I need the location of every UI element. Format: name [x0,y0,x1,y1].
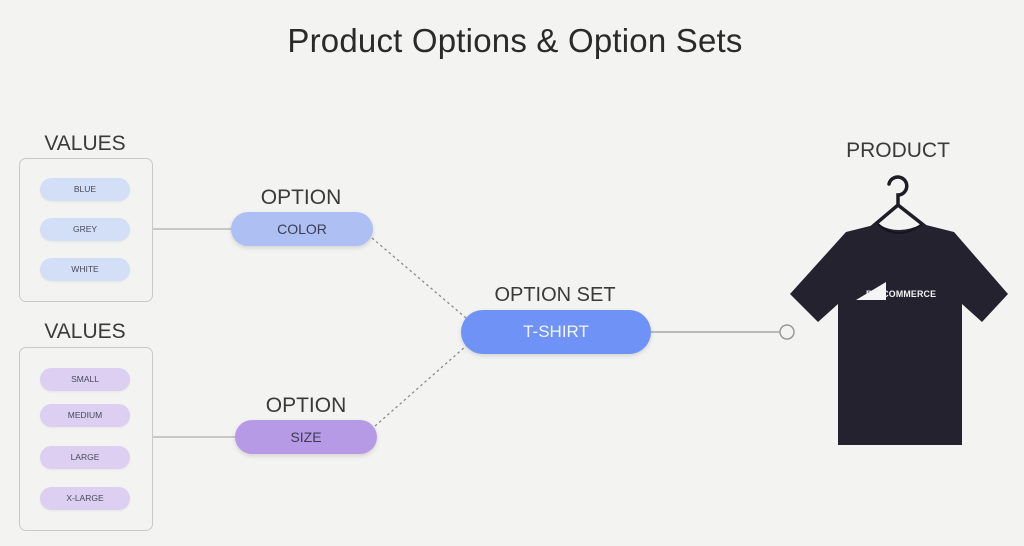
option-set-pill: T-SHIRT [461,310,651,354]
size-value-large: LARGE [40,446,130,469]
size-to-set-line [374,345,467,427]
size-option-heading: OPTION [265,394,347,417]
color-value-blue: BLUE [40,178,130,201]
color-value-grey: GREY [40,218,130,241]
color-value-white: WHITE [40,258,130,281]
color-option-pill: COLOR [231,212,373,246]
size-values-heading: VALUES [44,320,126,343]
size-option-pill: SIZE [235,420,377,454]
hanger-icon [870,175,928,229]
color-values-heading: VALUES [44,132,126,155]
product-connector-node [779,324,795,340]
t-shirt-image: BIGCOMMERCE [790,175,1008,445]
size-value-x-large: X-LARGE [40,487,130,510]
size-value-small: SMALL [40,368,130,391]
diagram-title: Product Options & Option Sets [287,22,743,59]
option-set-heading: OPTION SET [494,284,616,306]
t-shirt-body [790,224,1008,445]
size-value-medium: MEDIUM [40,404,130,427]
color-to-set-line [371,237,467,319]
shirt-logo-text: BIGCOMMERCE [866,289,936,299]
product-heading: PRODUCT [846,139,950,162]
color-option-heading: OPTION [260,186,342,209]
bigcommerce-logo-mark [856,282,886,300]
